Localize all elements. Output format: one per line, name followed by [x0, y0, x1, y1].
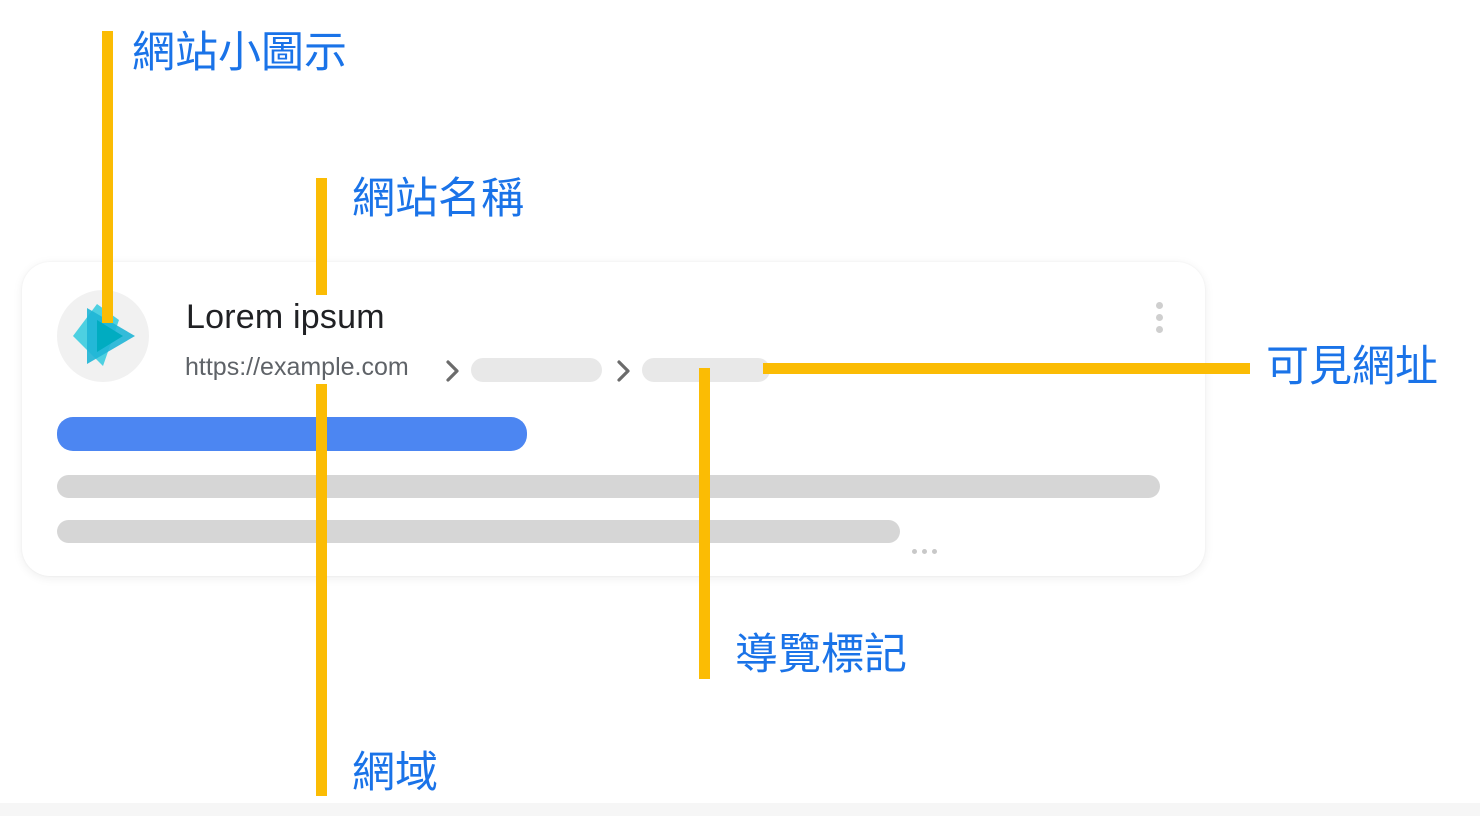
domain-callout-line — [316, 384, 327, 796]
visible-url-label: 可見網址 — [1266, 342, 1438, 392]
favicon-label: 網站小圖示 — [132, 28, 347, 78]
bottom-strip — [0, 803, 1480, 816]
chevron-right-icon — [617, 360, 630, 382]
site-name-label: 網站名稱 — [352, 174, 524, 224]
snippet-line-placeholder — [57, 520, 900, 543]
site-name-callout-line — [316, 178, 327, 295]
breadcrumb-callout-line — [699, 368, 710, 679]
breadcrumb-label: 導覽標記 — [735, 630, 907, 680]
favicon-callout-line — [102, 31, 113, 323]
url-domain[interactable]: https://example.com — [185, 353, 409, 381]
result-title-placeholder[interactable] — [57, 417, 527, 451]
chevron-right-icon — [446, 360, 459, 382]
visible-url-callout-line — [763, 363, 1250, 374]
snippet-line-placeholder — [57, 475, 1160, 498]
ellipsis-icon — [912, 539, 944, 554]
breadcrumb-segment[interactable] — [471, 358, 602, 382]
site-name[interactable]: Lorem ipsum — [186, 298, 385, 336]
kebab-menu-icon[interactable] — [1153, 302, 1165, 338]
domain-label: 網域 — [352, 748, 438, 798]
